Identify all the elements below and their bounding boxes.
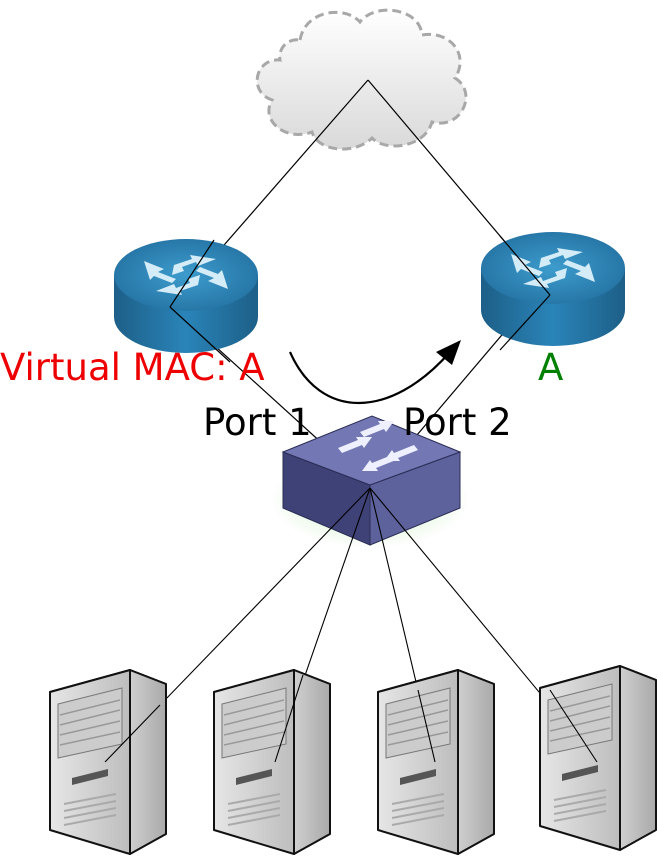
port-1-label: Port 1: [203, 401, 312, 444]
cloud-icon: [255, 8, 468, 151]
switch-icon: [270, 415, 470, 548]
server-4-icon: [539, 665, 657, 851]
server-2-icon: [213, 669, 331, 855]
virtual-mac-label: Virtual MAC: A: [0, 346, 265, 389]
server-1-icon: [49, 669, 167, 855]
server-3-icon: [377, 669, 495, 855]
router-b-mac-label: A: [538, 346, 563, 389]
router-b-icon: [481, 232, 625, 346]
failover-arrow: [288, 340, 461, 405]
router-a-icon: [114, 239, 258, 353]
port-2-label: Port 2: [403, 401, 512, 444]
